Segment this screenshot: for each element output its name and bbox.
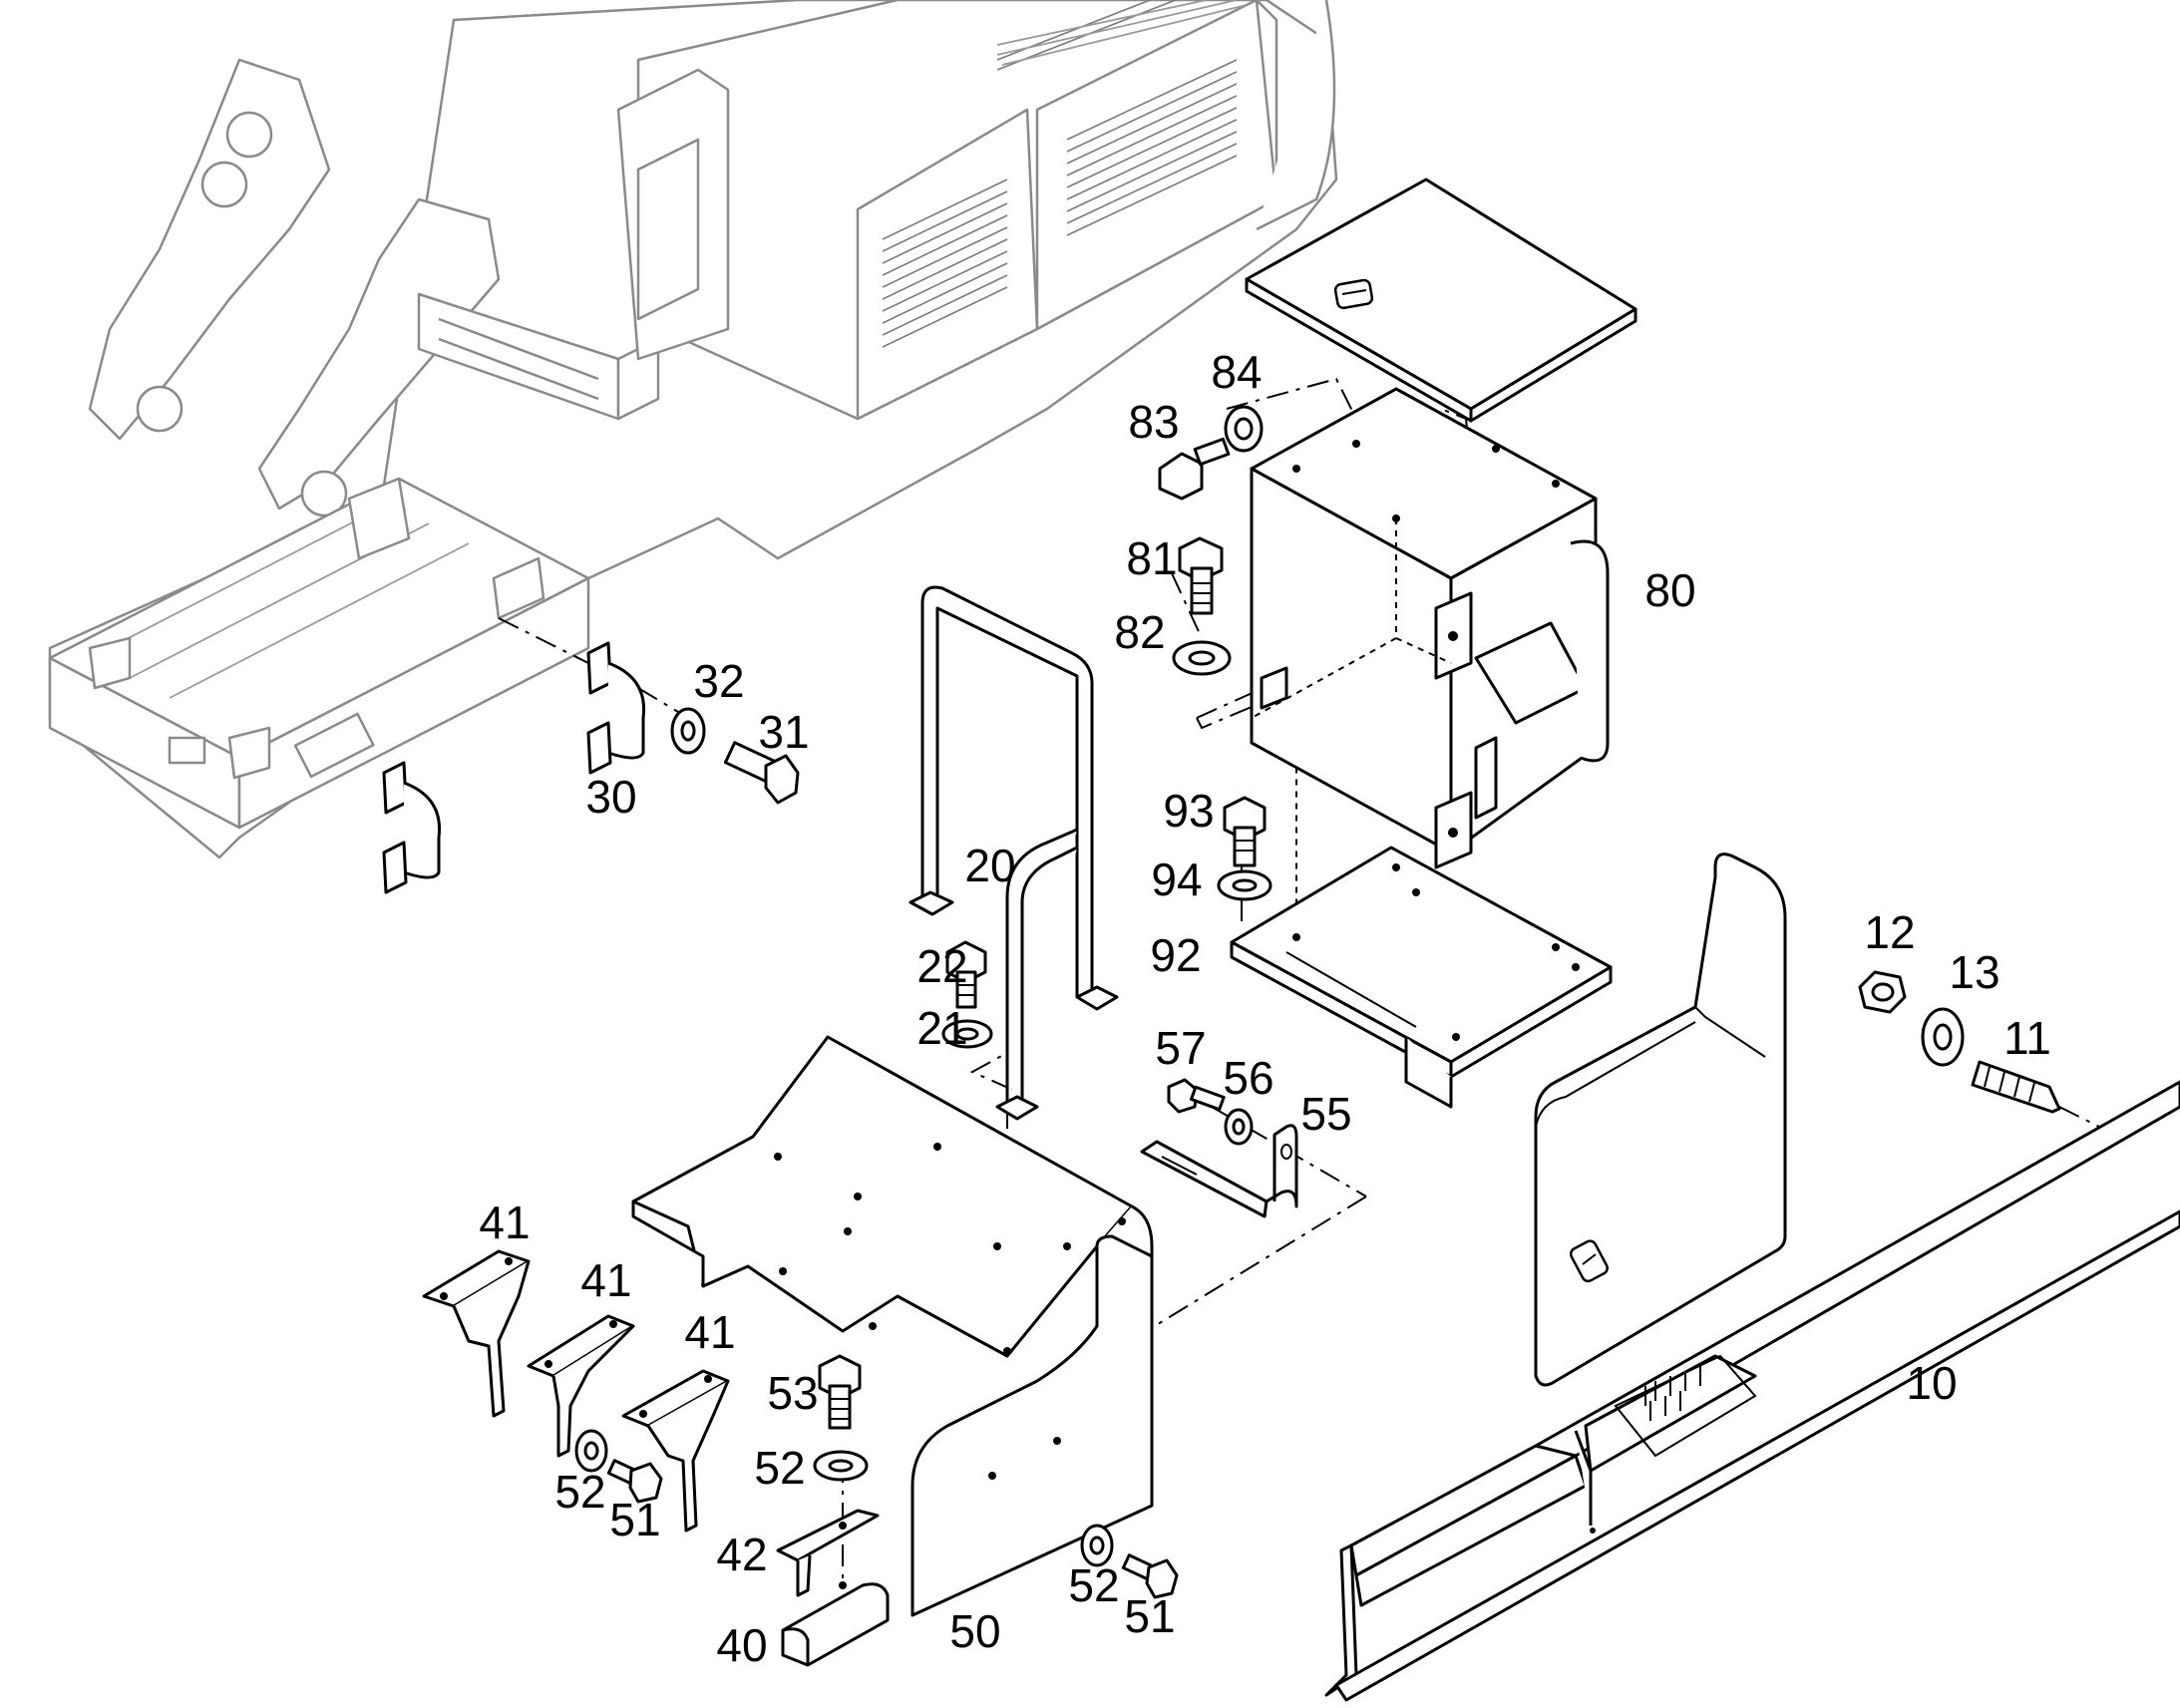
part-40-bracket (781, 1581, 890, 1667)
part-83-bolt (1158, 437, 1231, 501)
callout-52: 52 (554, 1466, 605, 1518)
part-51-bolt-right (1121, 1553, 1179, 1599)
callout-53: 53 (767, 1367, 818, 1419)
lid-logo-icon (1333, 278, 1374, 310)
part-21-washer (941, 1019, 993, 1049)
callout-92: 92 (1150, 929, 1201, 981)
callout-52: 52 (754, 1442, 805, 1494)
callout-52: 52 (1068, 1559, 1119, 1611)
part-80-tool-box (1245, 177, 1637, 869)
callout-84: 84 (1211, 346, 1262, 398)
callout-41: 41 (684, 1306, 735, 1358)
callout-41: 41 (580, 1254, 631, 1306)
part-52-washer-left (574, 1429, 608, 1473)
callout-40: 40 (716, 1619, 767, 1671)
part-22-bolt (945, 940, 987, 1009)
callout-81: 81 (1126, 532, 1177, 584)
callout-94: 94 (1151, 854, 1202, 905)
part-11-bolt (1971, 1060, 2061, 1114)
part-94-washer (1217, 869, 1272, 901)
callout-13: 13 (1949, 946, 1999, 998)
callout-57: 57 (1155, 1022, 1206, 1074)
part-93-bolt (1223, 796, 1267, 867)
callout-82: 82 (1114, 606, 1165, 658)
part-13-washer (1921, 1007, 1965, 1067)
callout-21: 21 (916, 1002, 967, 1054)
machine-frame-background (48, 0, 1338, 859)
part-52-washer-right (1080, 1524, 1114, 1567)
callout-42: 42 (716, 1529, 767, 1580)
part-57-bolt (1167, 1078, 1226, 1114)
right-grille (996, 0, 1238, 236)
grab-handle-left (382, 761, 442, 894)
callout-32: 32 (693, 655, 744, 707)
part-41-bracket-2 (527, 1314, 635, 1458)
part-32-washer (670, 707, 706, 755)
callout-12: 12 (1864, 906, 1915, 958)
part-20-handrail (908, 585, 1119, 1121)
part-84-washer (1224, 405, 1264, 453)
part-41-bracket-1 (422, 1249, 531, 1418)
callout-20: 20 (964, 840, 1015, 891)
part-42-bracket (776, 1509, 880, 1597)
part-41-bracket-3 (621, 1369, 730, 1533)
part-50-step-panel (631, 1035, 1154, 1617)
panel-logo-icon (1569, 1239, 1609, 1283)
callout-30: 30 (585, 771, 636, 823)
part-56-washer (1224, 1108, 1254, 1146)
part-92-base-plate (1230, 846, 1613, 1109)
callout-10: 10 (1906, 1357, 1957, 1409)
callout-31: 31 (758, 706, 809, 758)
part-31-bolt (723, 741, 800, 805)
callout-83: 83 (1128, 396, 1179, 448)
part-81-bolt (1178, 536, 1224, 615)
part-53-bolt (818, 1354, 862, 1430)
callout-11: 11 (2003, 1012, 2051, 1064)
part-52-washer-center (813, 1450, 869, 1482)
part-30-grab-handle (586, 641, 646, 775)
callout-55: 55 (1300, 1088, 1351, 1140)
callout-51: 51 (1124, 1590, 1175, 1642)
part-10-panel (1534, 853, 1787, 1421)
callout-50: 50 (949, 1605, 1000, 1657)
callout-56: 56 (1223, 1052, 1273, 1104)
callout-93: 93 (1163, 785, 1214, 837)
part-55-bracket (1140, 1124, 1298, 1218)
callout-41: 41 (479, 1196, 530, 1248)
part-51-bolt-left (606, 1459, 663, 1504)
part-82-washer (1172, 640, 1232, 676)
callout-80: 80 (1644, 564, 1695, 616)
part-10-side-rail (1324, 1080, 2180, 1702)
callout-51: 51 (609, 1494, 660, 1545)
callout-22: 22 (916, 940, 967, 992)
part-12-nut (1858, 970, 1907, 1014)
left-grille (882, 178, 1008, 348)
